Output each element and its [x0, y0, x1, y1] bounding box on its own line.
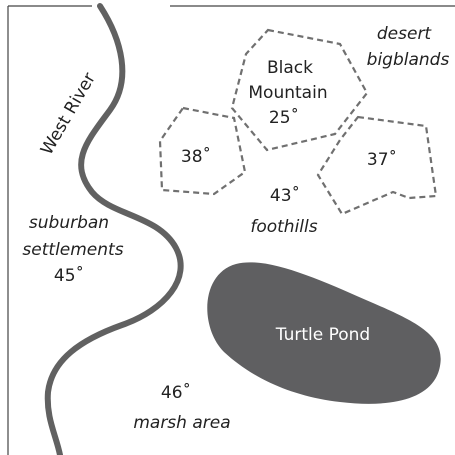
river-label: West River: [37, 69, 100, 158]
turtle-pond: [207, 262, 441, 404]
suburban-temp: 45˚: [54, 265, 84, 286]
desert-label-line2: bigblands: [367, 50, 450, 70]
hill-east-temp: 37˚: [367, 149, 397, 170]
foothills-temp: 43˚: [270, 185, 300, 206]
marsh-label: marsh area: [133, 413, 230, 433]
foothills-label: foothills: [250, 217, 317, 237]
mountain-label-line2: Mountain: [248, 83, 327, 103]
mountain-label-line1: Black: [267, 58, 313, 78]
black-mountain-outline: [230, 28, 369, 152]
mountain-temp: 25˚: [269, 107, 299, 128]
pond-label: Turtle Pond: [275, 325, 370, 345]
desert-label-line1: desert: [377, 24, 433, 44]
hill-east-outline: [316, 115, 438, 216]
hill-west-temp: 38˚: [181, 146, 211, 167]
west-river: [44, 3, 184, 455]
suburban-label-line2: settlements: [22, 240, 123, 260]
hill-west-outline: [158, 106, 247, 196]
marsh-temp: 46˚: [161, 382, 191, 403]
suburban-label-line1: suburban: [29, 213, 109, 233]
